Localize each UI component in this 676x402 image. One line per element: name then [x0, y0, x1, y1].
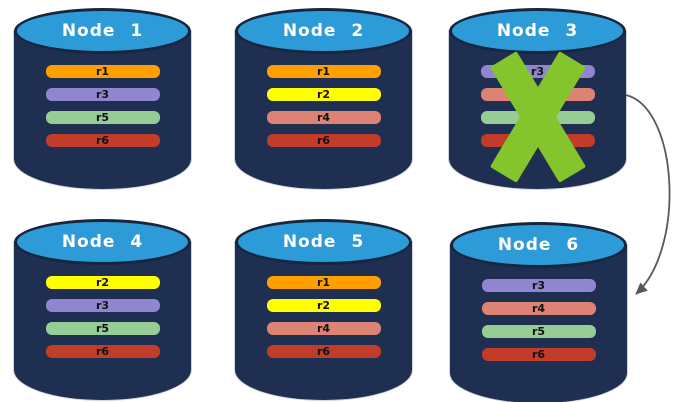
node-title: Node 5 [282, 232, 365, 252]
node-5: Node 5 r1 r2 r4 r6 [235, 219, 412, 400]
replica-label: r2 [316, 299, 331, 312]
replica-row: r4 [266, 322, 381, 335]
cylinder-top: Node 2 [235, 8, 412, 54]
node-title: Node 4 [61, 232, 144, 252]
replica-label: r3 [95, 88, 110, 101]
cylinder-top: Node 3 [449, 8, 626, 54]
node-title: Node 2 [282, 21, 365, 41]
replica-label: r4 [316, 322, 331, 335]
replica-row: r4 [481, 302, 596, 315]
replica-list: r1 r2 r4 r6 [235, 65, 412, 147]
node-6: Node 6 r3 r4 r5 r6 [450, 222, 627, 402]
replica-row: r6 [266, 134, 381, 147]
replica-row: r6 [481, 348, 596, 361]
replica-row: r2 [266, 299, 381, 312]
replica-row: r1 [45, 65, 160, 78]
node-2: Node 2 r1 r2 r4 r6 [235, 8, 412, 189]
replica-row: r5 [45, 322, 160, 335]
replica-label: r2 [95, 276, 110, 289]
cylinder-body [235, 242, 412, 400]
replica-row: r4 [266, 111, 381, 124]
replica-row: r6 [266, 345, 381, 358]
replica-label: r2 [316, 88, 331, 101]
replica-label: r4 [531, 302, 546, 315]
node-1: Node 1 r1 r3 r5 r6 [14, 8, 191, 189]
cylinder-top: Node 6 [450, 222, 627, 268]
replica-label: r5 [95, 111, 110, 124]
cylinder-body [14, 242, 191, 400]
arrow-path [625, 94, 671, 295]
replica-list: r3 r4 r5 r6 [450, 279, 627, 361]
replica-label: r5 [95, 322, 110, 335]
replica-list: r2 r3 r5 r6 [14, 276, 191, 358]
replica-row: r5 [481, 325, 596, 338]
cylinder-body [450, 245, 627, 402]
replica-row: r1 [266, 276, 381, 289]
replica-label: r6 [95, 134, 110, 147]
replica-label: r1 [95, 65, 110, 78]
cylinder-body [235, 31, 412, 189]
replica-row: r1 [266, 65, 381, 78]
replica-label: r1 [316, 65, 331, 78]
replica-list: r1 r3 r5 r6 [14, 65, 191, 147]
cylinder-top: Node 4 [14, 219, 191, 265]
replica-label: r3 [530, 65, 545, 78]
node-title: Node 3 [496, 21, 579, 41]
replica-row: r3 [45, 299, 160, 312]
cylinder-top: Node 1 [14, 8, 191, 54]
replica-label: r4 [316, 111, 331, 124]
replica-label: r1 [316, 276, 331, 289]
replica-label: r3 [95, 299, 110, 312]
replica-row: r3 [481, 279, 596, 292]
cylinder-body [14, 31, 191, 189]
replica-label: r5 [531, 325, 546, 338]
replica-row: r2 [45, 276, 160, 289]
replica-row: r6 [45, 134, 160, 147]
replica-row: r6 [45, 345, 160, 358]
replica-row: r5 [45, 111, 160, 124]
replica-row: r2 [266, 88, 381, 101]
replica-label: r6 [316, 345, 331, 358]
replica-label: r6 [316, 134, 331, 147]
cylinder-top: Node 5 [235, 219, 412, 265]
replica-row: r3 [45, 88, 160, 101]
node-4: Node 4 r2 r3 r5 r6 [14, 219, 191, 400]
replica-label: r6 [95, 345, 110, 358]
replica-label: r6 [531, 348, 546, 361]
replica-label: r3 [531, 279, 546, 292]
failure-x-icon [489, 51, 587, 183]
node-title: Node 1 [61, 21, 144, 41]
node-3: Node 3 r3 r4 r5 r6 [449, 8, 626, 189]
replica-list: r1 r2 r4 r6 [235, 276, 412, 358]
node-title: Node 6 [497, 235, 580, 255]
